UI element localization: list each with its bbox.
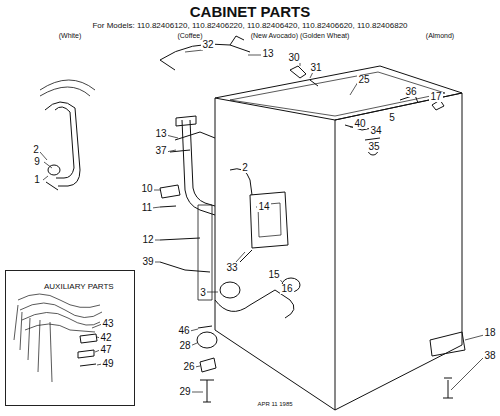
callout-number: 31: [309, 63, 322, 73]
callout-number: 13: [154, 129, 167, 139]
callout-number: 25: [357, 75, 370, 85]
callout-number: 36: [404, 87, 417, 97]
color-name: (White): [58, 32, 83, 39]
callout-number: 43: [101, 319, 114, 329]
callout-number: 15: [267, 270, 280, 280]
callout-number: 17: [429, 92, 442, 102]
callout-number: 10: [140, 184, 153, 194]
diagram-title: CABINET PARTS: [190, 4, 311, 19]
callout-number: 46: [177, 326, 190, 336]
callout-number: 37: [154, 146, 167, 156]
callout-number: 39: [141, 257, 154, 267]
callout-number: 30: [287, 53, 300, 63]
callout-number: 16: [280, 284, 293, 294]
callout-number: 13: [261, 49, 274, 59]
callout-number: 1: [33, 175, 41, 185]
callout-number: 40: [353, 119, 366, 129]
callout-number: 14: [257, 202, 270, 212]
callout-number: 12: [141, 235, 154, 245]
callout-number: 35: [367, 142, 380, 152]
callout-number: 11: [141, 203, 153, 213]
callout-number: 5: [388, 113, 396, 123]
color-name: (New Avocado) (Golden Wheat): [250, 32, 351, 39]
callout-number: 3: [199, 288, 207, 298]
callout-number: 38: [483, 351, 496, 361]
callout-number: 2: [241, 163, 249, 173]
callout-number: 34: [369, 126, 382, 136]
callout-number: 9: [33, 157, 41, 167]
inset-heading: AUXILIARY PARTS: [44, 283, 114, 291]
model-list: For Models: 110.82406120, 110.82406220, …: [91, 22, 408, 30]
color-name: (Almond): [425, 32, 455, 39]
callout-number: 47: [99, 345, 112, 355]
color-name: (Coffee): [176, 32, 203, 39]
date-stamp: APR 11 1985: [256, 401, 293, 407]
callout-number: 33: [225, 263, 238, 273]
callout-number: 29: [178, 387, 191, 397]
inset-box: AUXILIARY PARTS: [5, 270, 135, 406]
callout-number: 42: [99, 333, 112, 343]
callout-number: 18: [483, 328, 496, 338]
callout-number: 26: [182, 362, 195, 372]
callout-number: 49: [101, 359, 114, 369]
callout-number: 2: [32, 145, 40, 155]
callout-number: 28: [178, 341, 191, 351]
callout-number: 32: [201, 40, 214, 50]
